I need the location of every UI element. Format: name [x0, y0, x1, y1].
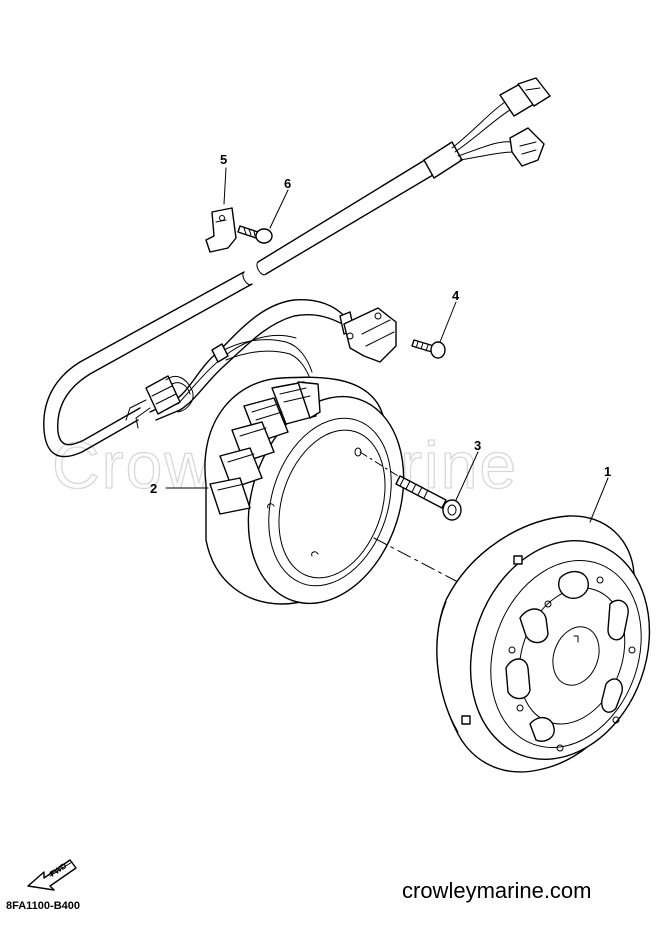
callout-5: 5 — [220, 152, 227, 167]
site-url: crowleymarine.com — [402, 878, 592, 903]
fwd-arrow-icon: FWD — [27, 859, 77, 891]
bolt-part-3 — [395, 475, 462, 521]
callout-3: 3 — [474, 438, 481, 453]
callout-1: 1 — [604, 464, 611, 479]
callout-6: 6 — [284, 176, 291, 191]
leader-lines — [165, 167, 609, 523]
stator-lead-wires — [125, 299, 355, 429]
part-code: 8FA1100-B400 — [6, 900, 80, 912]
wire-harness — [43, 77, 551, 458]
callout-2: 2 — [150, 481, 157, 496]
clamp-bracket-part-5 — [205, 207, 237, 253]
pulser-coil — [343, 307, 397, 363]
stator-part-2 — [204, 376, 405, 605]
screw-part-4 — [411, 339, 446, 359]
flywheel-rotor-part-1 — [436, 515, 651, 773]
callout-4: 4 — [452, 288, 460, 303]
screw-part-6 — [237, 225, 273, 244]
